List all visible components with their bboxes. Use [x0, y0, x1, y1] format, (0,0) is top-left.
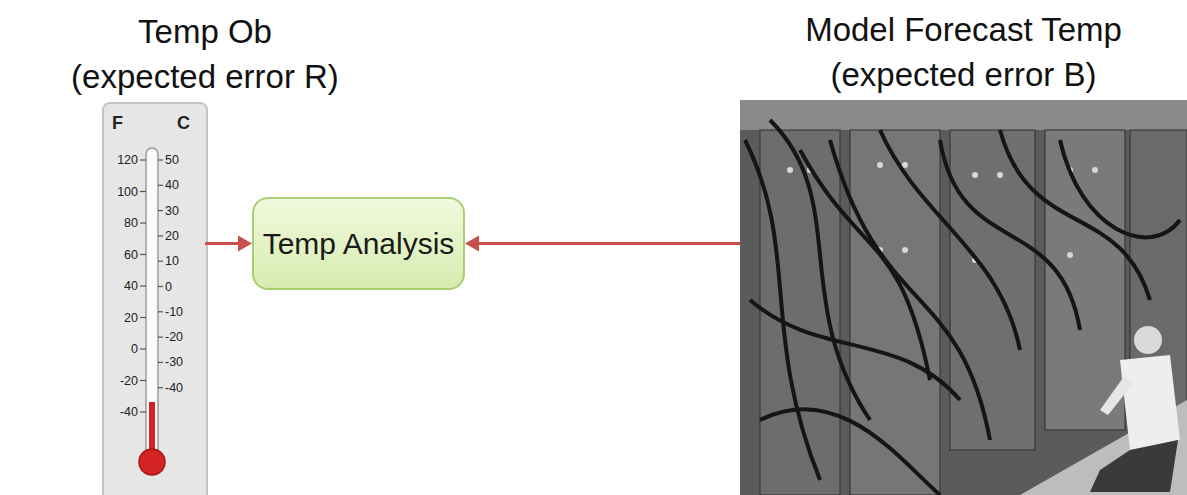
- operator-figure: [1090, 326, 1180, 492]
- process-box: Temp Analysis: [252, 197, 465, 290]
- scale-unit: F: [112, 114, 123, 132]
- source-heading: Model Forecast Temp (expected error B): [791, 8, 1136, 97]
- fahrenheit-tick: 80: [104, 217, 138, 230]
- fahrenheit-tick: 120: [104, 154, 138, 167]
- scale-unit: C: [177, 114, 190, 132]
- fahrenheit-tick: -20: [104, 375, 138, 388]
- source-figure: Model Forecast Temp (expected error B): [740, 104, 1187, 495]
- source-heading: Temp Ob (expected error R): [60, 10, 350, 99]
- computer-photo: [740, 100, 1187, 495]
- thermometer-illustration: [103, 103, 207, 495]
- celsius-tick: -40: [165, 382, 183, 395]
- box-label: Temp Analysis: [263, 225, 455, 263]
- flow-arrow: [205, 236, 252, 252]
- fahrenheit-tick: 100: [104, 186, 138, 199]
- celsius-tick: 50: [165, 154, 179, 167]
- fahrenheit-tick: 0: [104, 343, 138, 356]
- celsius-tick: 30: [165, 205, 179, 218]
- celsius-tick: 10: [165, 255, 179, 268]
- fahrenheit-tick: 20: [104, 312, 138, 325]
- celsius-tick: -10: [165, 306, 183, 319]
- celsius-tick: 40: [165, 179, 179, 192]
- fahrenheit-tick: 60: [104, 249, 138, 262]
- fahrenheit-tick: 40: [104, 280, 138, 293]
- flow-arrow: [465, 236, 740, 252]
- fahrenheit-tick: -40: [104, 406, 138, 419]
- celsius-tick: 20: [165, 230, 179, 243]
- celsius-tick: -20: [165, 331, 183, 344]
- celsius-tick: -30: [165, 356, 183, 369]
- celsius-tick: 0: [165, 281, 172, 294]
